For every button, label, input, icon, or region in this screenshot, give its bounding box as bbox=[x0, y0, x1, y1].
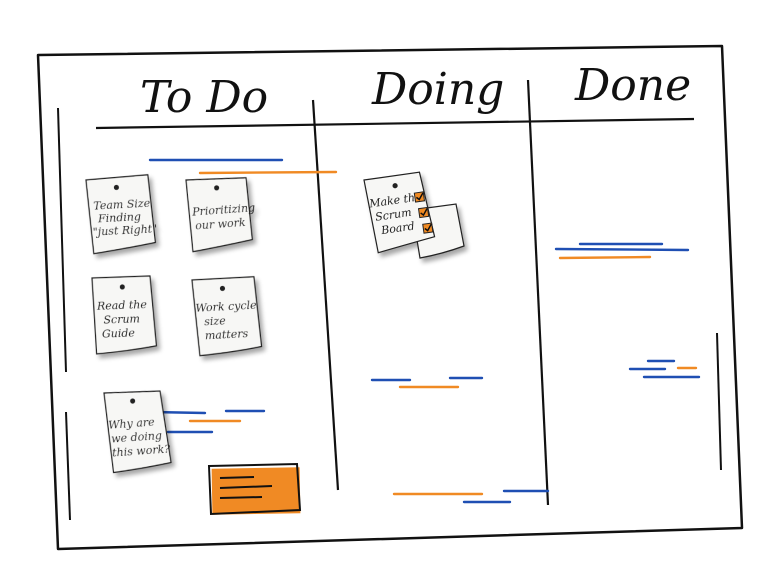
pushpin-icon bbox=[119, 284, 125, 290]
note-paper bbox=[91, 275, 158, 355]
note-paper bbox=[185, 177, 253, 253]
marker-strokes bbox=[148, 158, 701, 504]
stroke-orange bbox=[198, 170, 338, 175]
checkbox-icon bbox=[417, 206, 430, 219]
stroke-blue bbox=[554, 247, 690, 252]
pushpin-icon bbox=[392, 183, 398, 189]
frame-accent-right bbox=[716, 332, 722, 471]
column-title-doing: Doing bbox=[371, 64, 504, 115]
checkbox-icon bbox=[413, 191, 426, 203]
sticky-note[interactable]: Prioritizing our work bbox=[185, 175, 258, 253]
note-paper bbox=[85, 174, 157, 255]
note-line: matters bbox=[205, 327, 249, 342]
note-line: Guide bbox=[102, 327, 136, 341]
note-line: Why are bbox=[108, 416, 156, 432]
frame-accent-left bbox=[57, 107, 67, 373]
pushpin-icon bbox=[113, 184, 120, 191]
frame-accent-left-low bbox=[65, 411, 71, 521]
orange-block bbox=[207, 462, 302, 516]
pushpin-icon bbox=[219, 285, 226, 292]
note-line: Read the bbox=[96, 298, 148, 313]
note-line: Board bbox=[379, 219, 415, 237]
column-divider-2 bbox=[526, 79, 550, 506]
checkbox-icon bbox=[422, 222, 434, 234]
note-line: Scrum bbox=[374, 206, 412, 224]
note-line: Work cycle bbox=[195, 299, 257, 315]
sticky-note-stack[interactable]: Make this Scrum Board bbox=[363, 171, 465, 259]
note-paper bbox=[191, 276, 263, 357]
pushpin-icon bbox=[130, 398, 136, 404]
note-line: size bbox=[204, 314, 227, 328]
note-paper bbox=[103, 390, 172, 474]
sticky-note[interactable]: Team Size Finding "just Right" bbox=[85, 174, 158, 255]
stroke-orange bbox=[558, 255, 652, 260]
note-line: Scrum bbox=[103, 312, 140, 326]
pushpin-icon bbox=[214, 185, 220, 191]
header-divider bbox=[95, 117, 695, 130]
note-line: we doing bbox=[111, 429, 163, 446]
column-divider-1 bbox=[311, 99, 340, 491]
column-title-todo: To Do bbox=[140, 72, 268, 123]
note-line: this work? bbox=[112, 443, 171, 460]
block-line bbox=[219, 496, 263, 499]
orange-block-outline bbox=[207, 462, 302, 516]
orange-block-fill bbox=[211, 467, 301, 515]
sticky-note[interactable]: Work cycle size matters bbox=[191, 276, 263, 357]
note-line: "just Right" bbox=[92, 222, 157, 238]
sticky-note[interactable]: Why are we doing this work? bbox=[103, 389, 172, 474]
note-line: our work bbox=[195, 216, 247, 233]
block-line bbox=[219, 485, 273, 489]
note-line: Team Size bbox=[93, 197, 151, 213]
column-title-done: Done bbox=[574, 60, 691, 111]
block-line bbox=[219, 476, 255, 479]
note-line: Finding bbox=[97, 210, 142, 225]
note-line: Prioritizing bbox=[191, 201, 256, 218]
sticky-note[interactable]: Read the Scrum Guide bbox=[91, 275, 158, 355]
